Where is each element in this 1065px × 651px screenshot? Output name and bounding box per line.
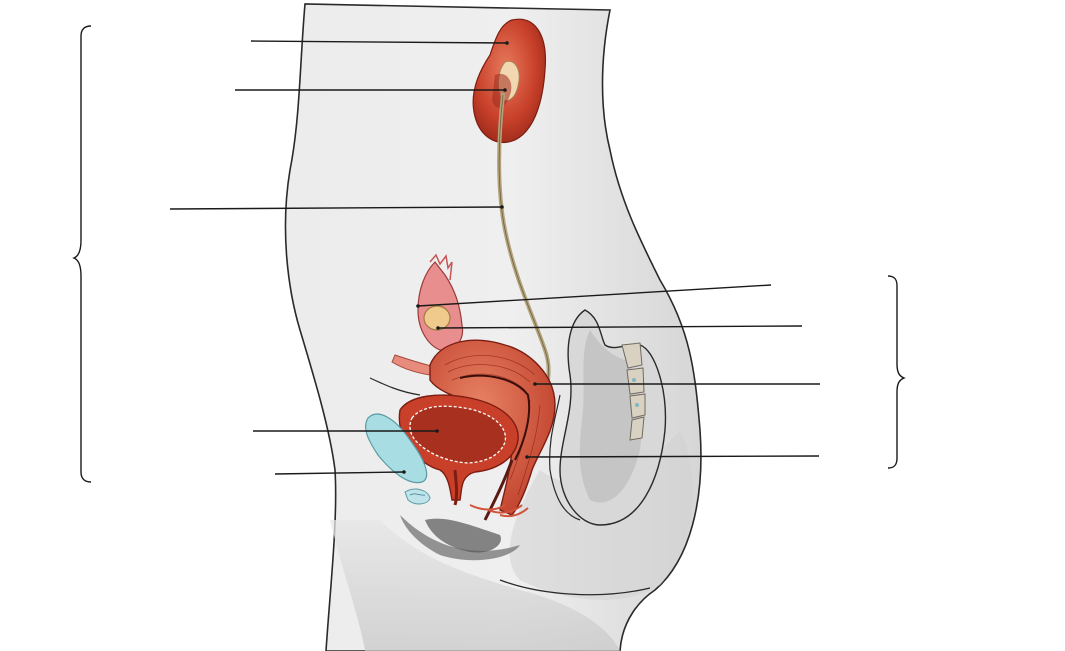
ovary [423,305,451,331]
urethra [453,469,459,506]
kidney-hilum-shade [492,73,512,108]
gluteal-fold [499,579,651,596]
coccyx-icon [621,342,646,441]
pelvic-floor [469,504,529,518]
leader-line-ureter [169,206,503,210]
leader-line-urethra [274,471,405,475]
bracket-right [887,275,906,469]
leader-line-ovary [437,325,803,329]
vesicouterine-fold [549,394,581,521]
ureter-edge [498,94,550,401]
leader-line-vagina [526,455,820,458]
thigh-shade [330,520,620,651]
rectum-inner-shade [579,330,642,503]
leader-lines [169,40,820,475]
bladder-lining [409,405,507,464]
peritoneum-line [369,377,421,396]
leader-line-kidney [250,40,508,44]
bracket-left [72,25,92,483]
bladder [398,394,519,506]
leader-endpoints [402,41,537,474]
vaginal-canal [483,459,514,521]
clitoris-icon [404,488,431,505]
perineum-shadow [400,515,520,561]
rectum-region [559,309,667,526]
fimbriae [429,253,453,281]
uterine-cavity [459,374,531,461]
vulva-shade [425,518,501,553]
leader-line-fallopian-tube [417,284,772,307]
